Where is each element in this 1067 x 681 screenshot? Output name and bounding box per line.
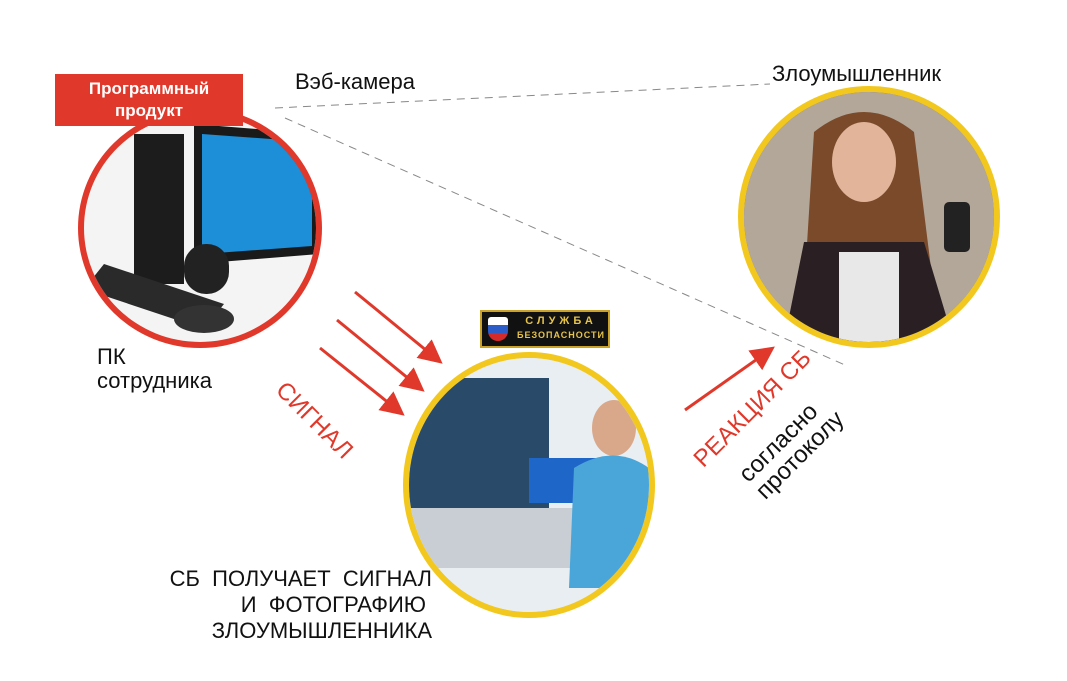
pc-circle <box>78 108 322 348</box>
badge-line1: СЛУЖБА <box>525 315 597 327</box>
sb-line1: СБ ПОЛУЧАЕТ СИГНАЛ <box>169 566 432 591</box>
sb-line2: И ФОТОГРАФИЮ <box>240 592 426 617</box>
badge-line1: Программный <box>88 79 210 98</box>
software-product-badge: Программный продукт <box>55 74 243 126</box>
security-operator-photo <box>409 358 649 612</box>
intruder-circle <box>738 86 1000 348</box>
pc-label: ПК сотрудника <box>97 345 212 393</box>
pc-label-line1: ПК <box>97 344 126 369</box>
dashed-line-bottom <box>284 117 846 366</box>
signal-arrow-2 <box>336 318 425 392</box>
security-service-badge: СЛУЖБА БЕЗОПАСНОСТИ <box>480 310 610 348</box>
webcam-label: Вэб-камера <box>295 69 416 94</box>
reaction-arrow <box>684 346 775 412</box>
intruder-photo <box>744 92 994 342</box>
computer-illustration <box>84 116 316 333</box>
signal-arrow-1 <box>354 290 443 364</box>
badge-line2: БЕЗОПАСНОСТИ <box>517 330 605 340</box>
signal-arrow-3 <box>319 346 405 416</box>
security-circle <box>403 352 655 618</box>
badge-line2: продукт <box>114 101 184 120</box>
dashed-line-top <box>274 83 771 109</box>
intruder-label: Злоумышленник <box>772 61 941 86</box>
sb-receives-label: СБ ПОЛУЧАЕТ СИГНАЛ И ФОТОГРАФИЮ ЗЛОУМЫШЛ… <box>130 566 432 644</box>
sb-line3: ЗЛОУМЫШЛЕННИКА <box>211 618 432 643</box>
shield-flag-icon <box>488 317 508 341</box>
pc-label-line2: сотрудника <box>97 368 212 393</box>
